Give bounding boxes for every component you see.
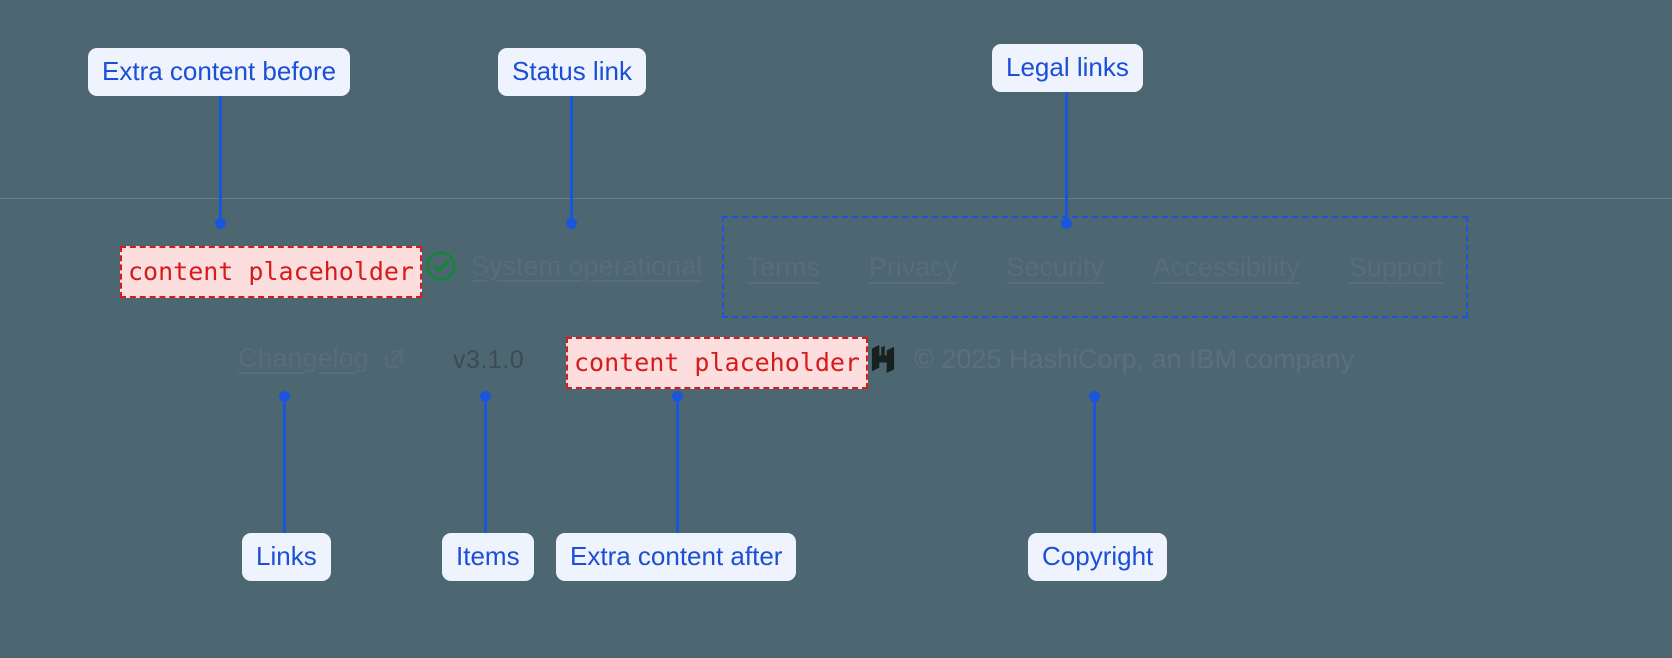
- annotation-label-copyright: Copyright: [1028, 533, 1168, 581]
- annotation-label-items: Items: [442, 533, 534, 581]
- external-link-icon: [381, 346, 407, 372]
- extra-content-after-placeholder: content placeholder: [566, 337, 868, 389]
- annotation-label-legal-links: Legal links: [992, 44, 1143, 92]
- hashicorp-logo: [868, 343, 898, 375]
- annotation-label-extra-content-after: Extra content after: [556, 533, 797, 581]
- version-label: v3.1.0: [453, 346, 525, 374]
- annotation-dot-extra-content-after: [672, 391, 683, 402]
- changelog-label: Changelog: [238, 343, 369, 373]
- annotation-dot-copyright: [1089, 391, 1100, 402]
- annotation-label-extra-content-before: Extra content before: [88, 48, 351, 96]
- annotation-dot-items: [480, 391, 491, 402]
- annotation-label-status-link: Status link: [498, 48, 646, 96]
- changelog-link[interactable]: Changelog: [238, 343, 407, 374]
- annotation-label-links: Links: [242, 533, 331, 581]
- annotation-leader-line-copyright: [1093, 398, 1096, 533]
- annotation-leader-line-extra-content-before: [219, 95, 222, 222]
- annotation-leader-line-status-link: [570, 95, 573, 222]
- legal-link-privacy[interactable]: Privacy: [868, 251, 958, 282]
- annotation-leader-line-items: [484, 398, 487, 533]
- copyright-text: © 2025 HashiCorp, an IBM company: [914, 343, 1355, 374]
- copyright: © 2025 HashiCorp, an IBM company: [868, 343, 1354, 375]
- annotation-leader-line-legal-links: [1065, 91, 1068, 222]
- extra-content-before-placeholder: content placeholder: [120, 246, 422, 298]
- annotation-dot-status-link: [566, 218, 577, 229]
- status-link-label: System operational: [471, 250, 703, 281]
- status-link[interactable]: System operational: [425, 250, 702, 282]
- legal-link-accessibility[interactable]: Accessibility: [1152, 251, 1300, 282]
- annotation-leader-line-extra-content-after: [676, 398, 679, 533]
- annotation-dot-links: [279, 391, 290, 402]
- legal-link-terms[interactable]: Terms: [746, 251, 820, 282]
- annotation-leader-line-links: [283, 398, 286, 533]
- legal-links-highlight-box: [722, 216, 1468, 318]
- annotation-dot-legal-links: [1061, 218, 1072, 229]
- annotation-dot-extra-content-before: [215, 218, 226, 229]
- legal-links-list: Terms Privacy Security Accessibility Sup…: [722, 216, 1468, 318]
- legal-link-security[interactable]: Security: [1006, 251, 1104, 282]
- legal-link-support[interactable]: Support: [1348, 251, 1444, 282]
- check-circle-icon: [425, 250, 457, 282]
